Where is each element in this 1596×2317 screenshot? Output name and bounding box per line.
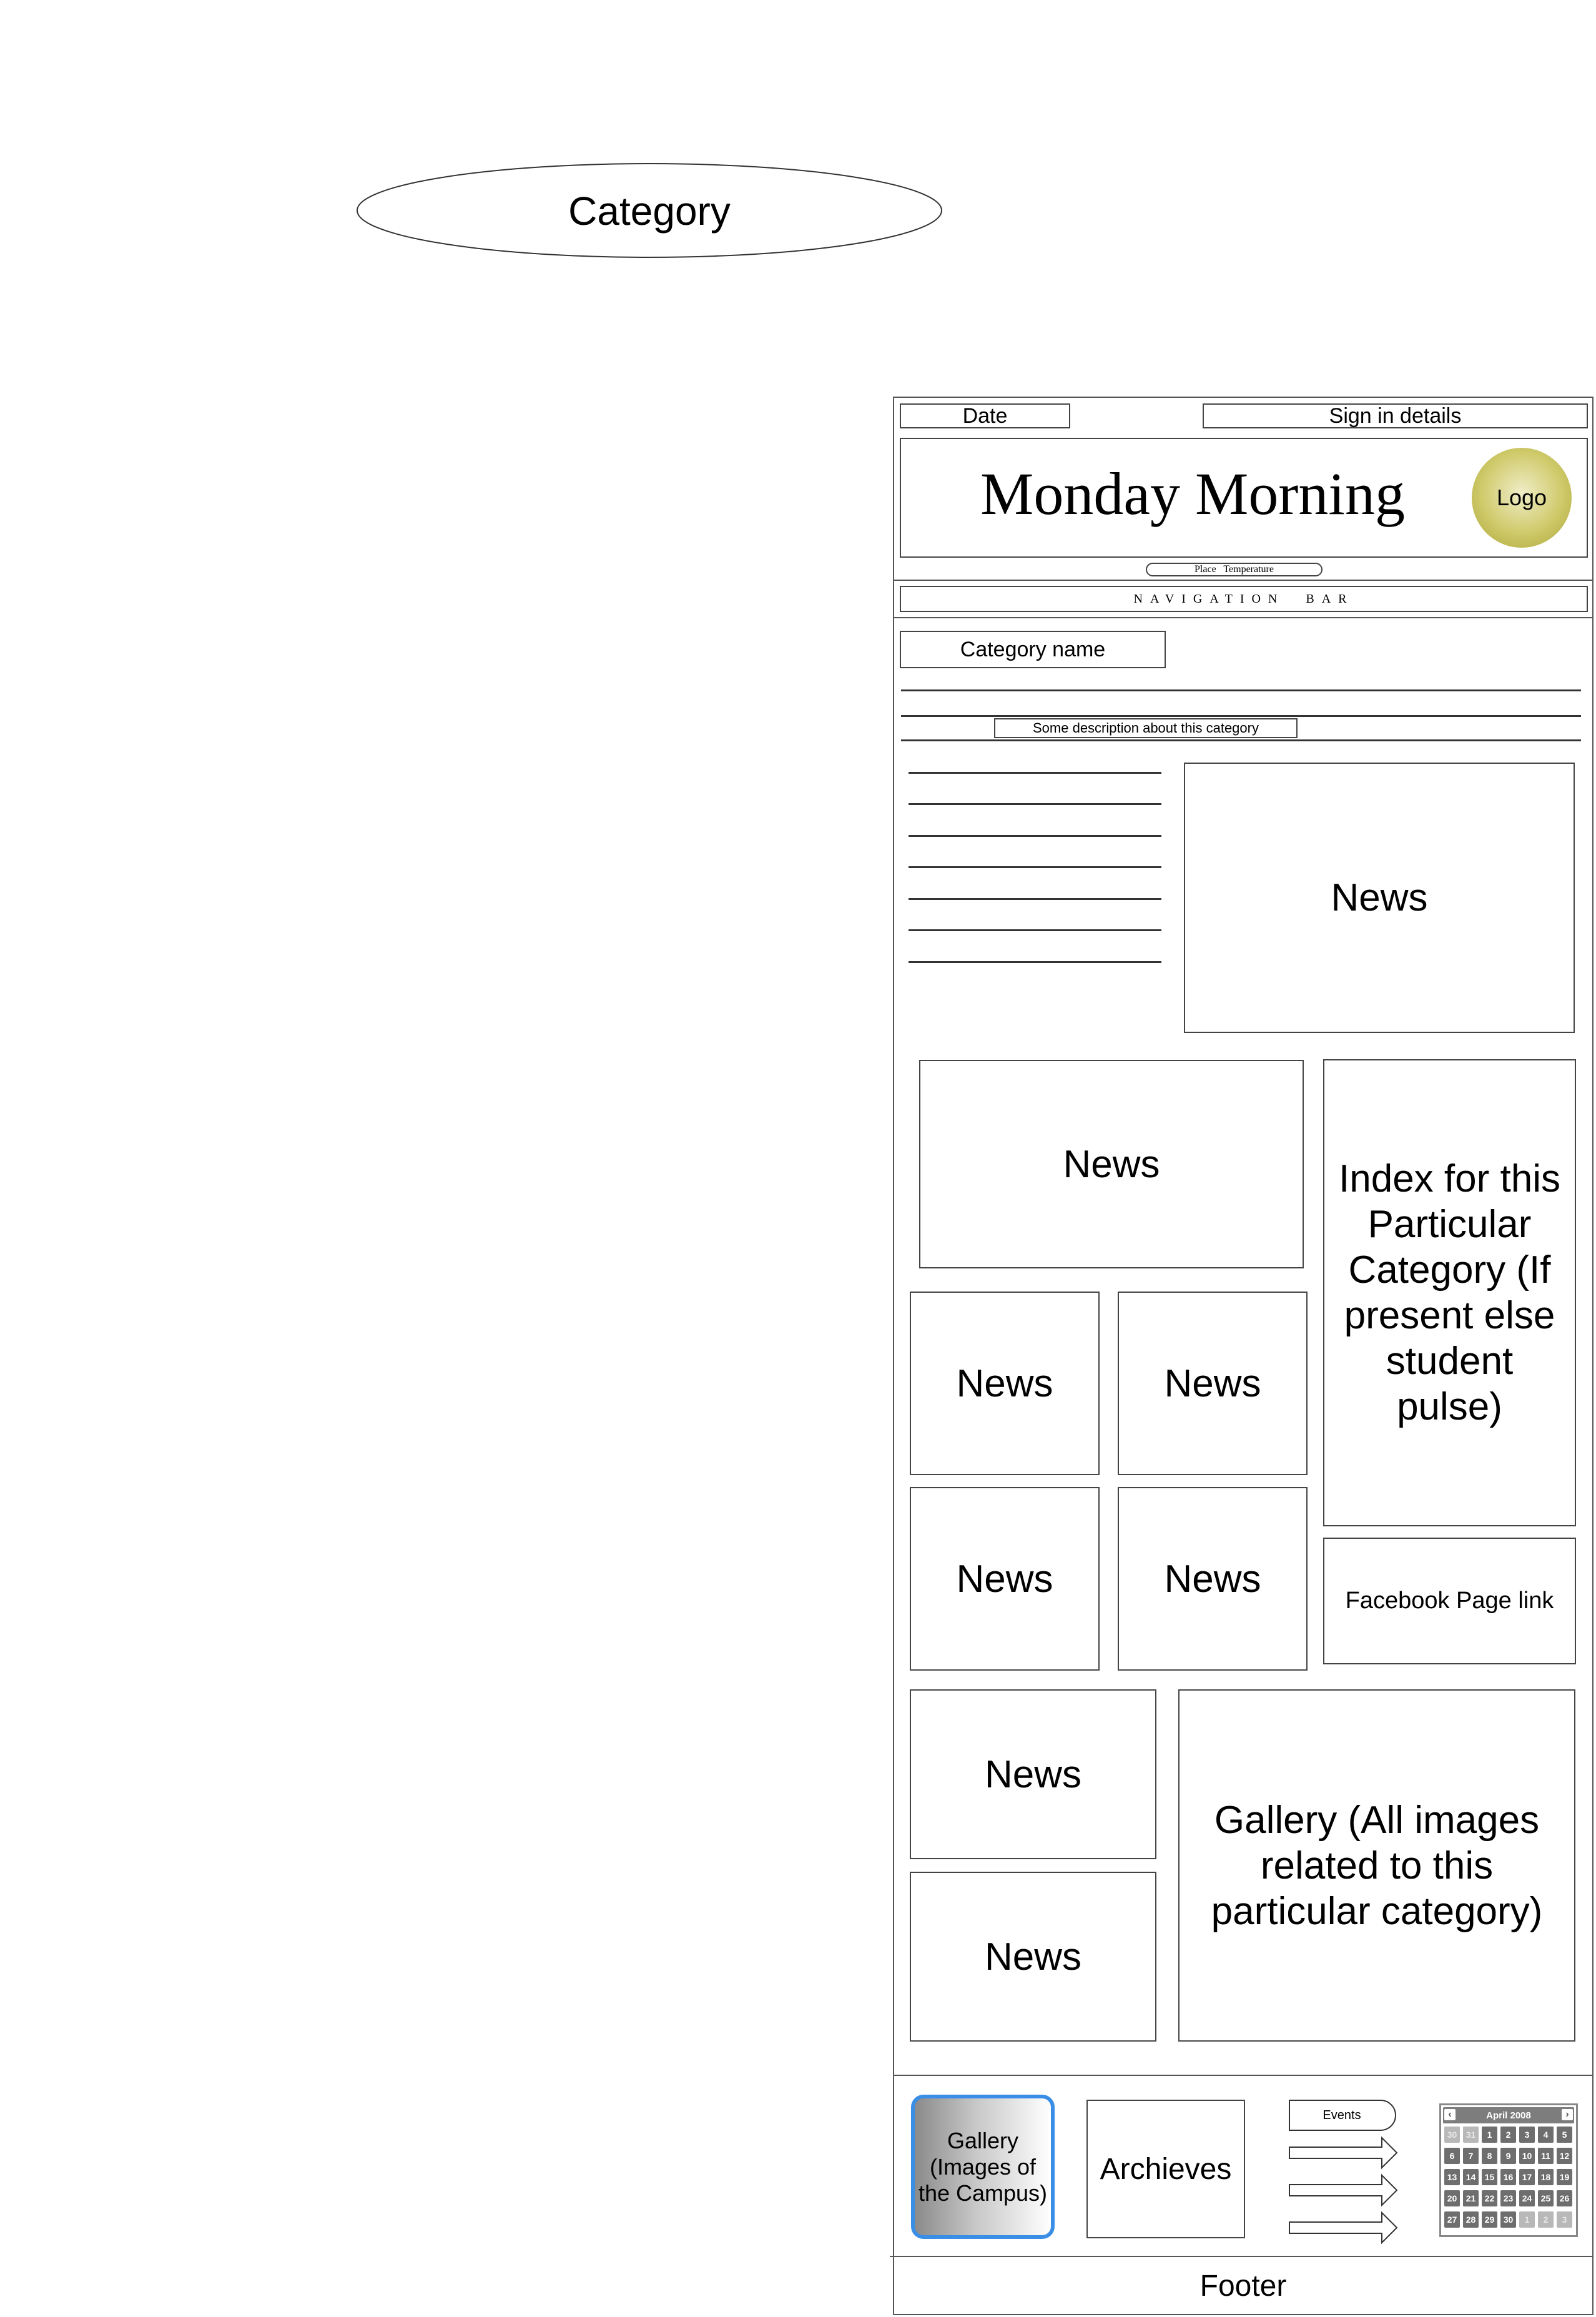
calendar-header: ‹ April 2008 › — [1443, 2107, 1574, 2123]
date-box: Date — [900, 403, 1070, 428]
place-temperature: Place Temperature — [1146, 563, 1323, 576]
calendar-day[interactable]: 10 — [1519, 2148, 1535, 2164]
calendar-day[interactable]: 1 — [1519, 2211, 1535, 2228]
calendar-day[interactable]: 23 — [1500, 2190, 1516, 2206]
calendar-day[interactable]: 20 — [1444, 2190, 1460, 2206]
calendar-day[interactable]: 6 — [1444, 2148, 1460, 2164]
text-line — [909, 803, 1161, 805]
text-line — [909, 898, 1161, 900]
calendar-next-icon[interactable]: › — [1562, 2109, 1573, 2120]
news-box[interactable]: News — [919, 1060, 1304, 1268]
calendar-day[interactable]: 26 — [1557, 2190, 1572, 2206]
calendar-day[interactable]: 5 — [1557, 2127, 1572, 2143]
text-line — [909, 929, 1161, 931]
calendar-day[interactable]: 29 — [1482, 2211, 1497, 2228]
news-box-featured[interactable]: News — [1184, 763, 1575, 1033]
text-line — [909, 835, 1161, 837]
text-line — [909, 961, 1161, 963]
news-box[interactable]: News — [1118, 1487, 1308, 1671]
facebook-link-box[interactable]: Facebook Page link — [1323, 1538, 1576, 1664]
arrow-icon[interactable] — [1288, 2211, 1398, 2245]
category-index-box[interactable]: Index for this Particular Category (If p… — [1323, 1059, 1576, 1526]
news-box[interactable]: News — [910, 1872, 1156, 2042]
calendar-prev-icon[interactable]: ‹ — [1444, 2109, 1456, 2120]
calendar-day[interactable]: 15 — [1482, 2169, 1497, 2185]
site-title: Monday Morning — [980, 460, 1405, 527]
category-line-1 — [901, 689, 1581, 691]
footer-label: Footer — [1199, 2269, 1287, 2303]
category-line-3 — [901, 739, 1581, 741]
category-description: Some description about this category — [994, 718, 1298, 738]
calendar-day[interactable]: 27 — [1444, 2211, 1460, 2228]
calendar-day[interactable]: 4 — [1538, 2127, 1554, 2143]
calendar-day[interactable]: 9 — [1500, 2148, 1516, 2164]
news-box[interactable]: News — [1118, 1292, 1308, 1475]
navigation-bar[interactable]: NAVIGATION BAR — [900, 586, 1588, 612]
calendar-day[interactable]: 31 — [1463, 2127, 1479, 2143]
calendar-day[interactable]: 14 — [1463, 2169, 1479, 2185]
calendar-day[interactable]: 21 — [1463, 2190, 1479, 2206]
footer-divider — [890, 2256, 1594, 2257]
campus-gallery-label: Gallery (Images of the Campus) — [918, 2127, 1048, 2206]
arrow-icon[interactable] — [1288, 2136, 1398, 2170]
calendar-day[interactable]: 16 — [1500, 2169, 1516, 2185]
text-line — [909, 772, 1161, 774]
archives-box[interactable]: Archieves — [1086, 2100, 1245, 2238]
calendar-month: April 2008 — [1486, 2110, 1531, 2121]
news-box[interactable]: News — [910, 1292, 1100, 1475]
category-ellipse — [357, 163, 942, 258]
sign-in-box[interactable]: Sign in details — [1203, 403, 1588, 428]
calendar-day[interactable]: 3 — [1519, 2127, 1535, 2143]
events-label: Events — [1323, 2108, 1361, 2122]
category-gallery-box[interactable]: Gallery (All images related to this part… — [1178, 1689, 1575, 2042]
calendar-day[interactable]: 2 — [1500, 2127, 1516, 2143]
calendar-day[interactable]: 17 — [1519, 2169, 1535, 2185]
calendar-day[interactable]: 12 — [1557, 2148, 1572, 2164]
calendar-day[interactable]: 25 — [1538, 2190, 1554, 2206]
footer-section-divider — [894, 2075, 1592, 2076]
category-line-2 — [901, 715, 1581, 717]
arrow-icon[interactable] — [1288, 2173, 1398, 2207]
calendar-day[interactable]: 2 — [1538, 2211, 1554, 2228]
calendar-day[interactable]: 18 — [1538, 2169, 1554, 2185]
calendar-day[interactable]: 28 — [1463, 2211, 1479, 2228]
header-divider — [894, 580, 1592, 581]
calendar-day[interactable]: 30 — [1444, 2127, 1460, 2143]
logo[interactable]: Logo — [1472, 448, 1572, 548]
calendar-day[interactable]: 22 — [1482, 2190, 1497, 2206]
news-box[interactable]: News — [910, 1487, 1100, 1671]
category-name-box: Category name — [900, 631, 1166, 668]
calendar-day[interactable]: 8 — [1482, 2148, 1497, 2164]
logo-label: Logo — [1496, 485, 1547, 510]
calendar-day[interactable]: 24 — [1519, 2190, 1535, 2206]
nav-divider — [894, 617, 1592, 618]
events-tag[interactable] — [1288, 2099, 1397, 2132]
calendar-day[interactable]: 19 — [1557, 2169, 1572, 2185]
calendar-day[interactable]: 1 — [1482, 2127, 1497, 2143]
text-line — [909, 866, 1161, 868]
calendar-day[interactable]: 11 — [1538, 2148, 1554, 2164]
campus-gallery-button[interactable]: Gallery (Images of the Campus) — [911, 2095, 1055, 2239]
news-box[interactable]: News — [910, 1689, 1156, 1859]
calendar-day[interactable]: 30 — [1500, 2211, 1516, 2228]
calendar-day[interactable]: 7 — [1463, 2148, 1479, 2164]
calendar-day[interactable]: 13 — [1444, 2169, 1460, 2185]
calendar-day[interactable]: 3 — [1557, 2211, 1572, 2228]
category-ellipse-label: Category — [568, 188, 731, 234]
